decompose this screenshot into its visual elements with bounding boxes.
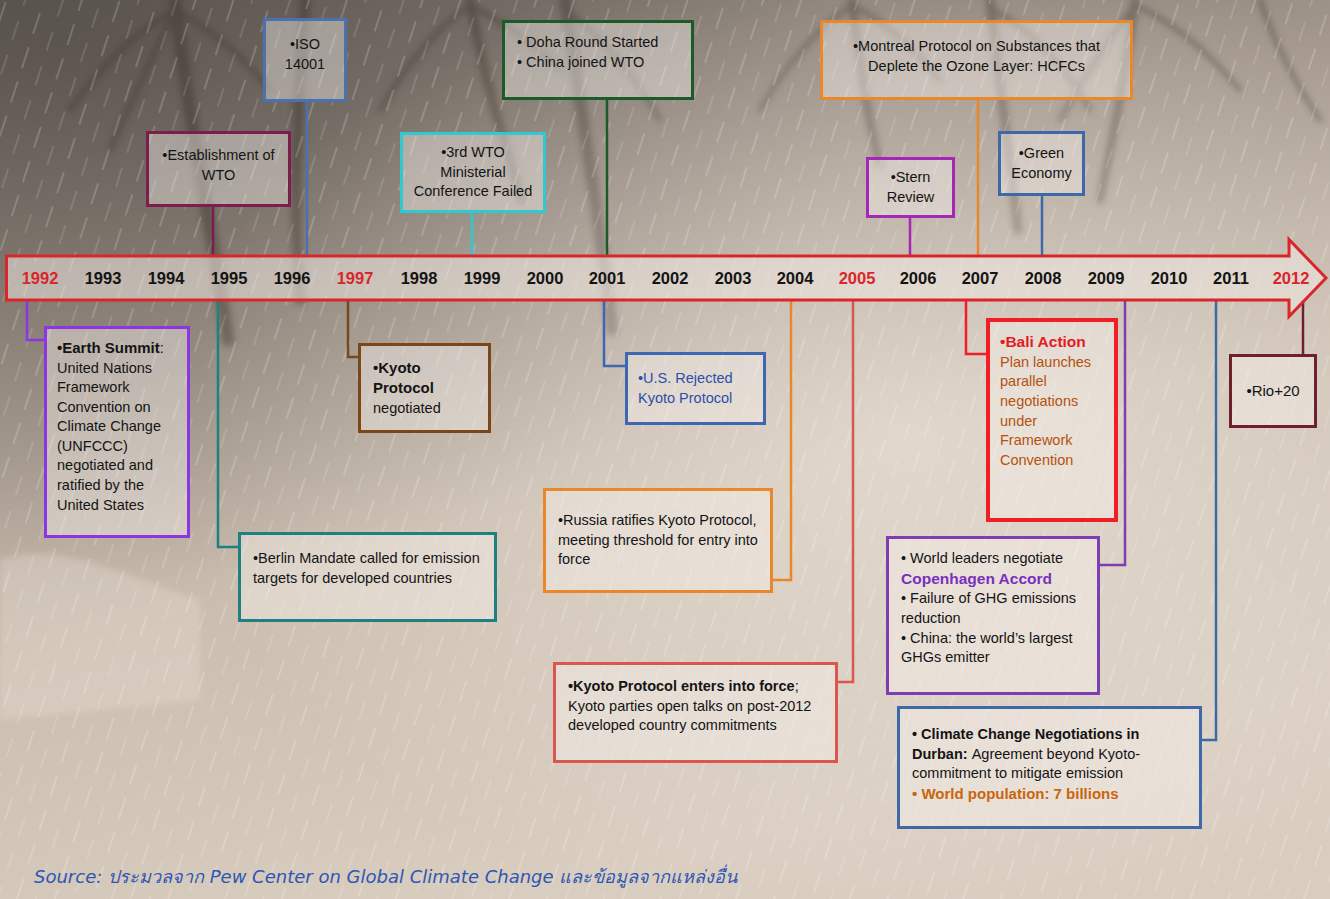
year-label: 2010 — [1151, 267, 1188, 289]
event-text: •Green Economy — [1006, 144, 1077, 183]
event-text: •Rio+20 — [1238, 381, 1308, 401]
year-label: 1998 — [401, 267, 438, 289]
event-text: : United Nations Framework Convention on… — [57, 340, 164, 513]
leader-line — [966, 300, 986, 354]
event-box: •3rd WTO Ministerial Conference Failed — [400, 132, 546, 213]
event-text: •Kyoto Protocol enters into force — [568, 678, 795, 694]
event-text: • World leaders negotiate — [901, 549, 1085, 569]
leader-line — [838, 300, 853, 682]
leader-line — [604, 300, 625, 366]
year-label: 2000 — [527, 267, 564, 289]
event-text: •Russia ratifies Kyoto Protocol, meeting… — [558, 511, 758, 570]
leader-line — [1202, 300, 1216, 740]
year-label: 2012 — [1273, 267, 1310, 289]
year-label: 1997 — [337, 267, 374, 289]
year-label: 1999 — [464, 267, 501, 289]
event-box: •Establishment of WTO — [146, 131, 291, 207]
event-text: •Montreal Protocol on Substances that De… — [833, 37, 1120, 76]
event-text: • World population: 7 billions — [912, 784, 1187, 804]
event-text: •Kyoto Protocol — [373, 358, 476, 399]
year-label: 2011 — [1213, 267, 1249, 289]
event-box: •Kyoto Protocol enters into force; Kyoto… — [553, 662, 838, 763]
timeline-arrow-shape — [7, 240, 1327, 317]
event-box: •Green Economy — [998, 131, 1085, 196]
event-box: •ISO 14001 — [263, 18, 347, 102]
year-label: 2008 — [1025, 267, 1062, 289]
event-text: •Bali Action — [1000, 332, 1104, 353]
year-label: 1994 — [148, 267, 185, 289]
year-label: 2004 — [777, 267, 814, 289]
event-text: • China: the world’s largest GHGs emitte… — [901, 629, 1085, 668]
event-text: •Berlin Mandate called for emission targ… — [253, 549, 482, 588]
event-text: •ISO 14001 — [272, 35, 338, 74]
year-label: 2007 — [962, 267, 999, 289]
leader-line — [1302, 300, 1305, 354]
year-label: 2003 — [715, 267, 752, 289]
year-label: 2001 — [589, 267, 626, 289]
event-box: •Stern Review — [866, 157, 955, 218]
leader-line — [348, 300, 358, 357]
event-text: • Failure of GHG emissions reduction — [901, 589, 1085, 628]
event-box: •Rio+20 — [1229, 354, 1317, 428]
year-label: 1993 — [85, 267, 122, 289]
leader-line — [606, 100, 609, 256]
event-box: •Russia ratifies Kyoto Protocol, meeting… — [543, 488, 773, 593]
leader-line — [218, 300, 238, 547]
event-text: • Doha Round Started — [517, 33, 679, 53]
event-box: •Earth Summit: United Nations Framework … — [44, 326, 190, 538]
event-box: •Bali ActionPlan launches parallel negot… — [986, 318, 1118, 522]
event-box: • World leaders negotiateCopenhagen Acco… — [886, 536, 1100, 695]
year-label: 2009 — [1088, 267, 1125, 289]
event-box: •Kyoto Protocolnegotiated — [358, 343, 491, 433]
event-text: •Stern Review — [874, 168, 947, 207]
event-box: • Climate Change Negotiations in Durban:… — [897, 706, 1202, 829]
event-text: negotiated — [373, 399, 476, 419]
leader-line — [27, 300, 44, 340]
event-text: Copenhagen Accord — [901, 569, 1085, 590]
event-text: Plan launches parallel negotiations unde… — [1000, 353, 1104, 470]
event-box: •Montreal Protocol on Substances that De… — [820, 20, 1133, 100]
event-text: •Earth Summit — [57, 339, 160, 356]
source-caption: Source: ประมวลจาก Pew Center on Global C… — [34, 862, 737, 891]
year-label: 1992 — [22, 267, 59, 289]
event-box: • Doha Round Started• China joined WTO — [502, 20, 694, 100]
year-label: 2005 — [839, 267, 876, 289]
year-label: 2002 — [652, 267, 689, 289]
leader-line — [212, 207, 215, 256]
leader-line — [773, 300, 791, 580]
event-text: •Establishment of WTO — [157, 146, 280, 185]
leader-line — [909, 218, 912, 256]
leader-line — [306, 102, 309, 256]
event-text: • China joined WTO — [517, 53, 679, 73]
leader-line — [1041, 196, 1044, 256]
timeline-arrow: 1992 1993 1994 1995 1996 1997 1998 1999 2000 2001… — [5, 238, 1328, 318]
leader-line — [471, 213, 474, 256]
event-text: •U.S. Rejected Kyoto Protocol — [638, 369, 753, 408]
event-box: •Berlin Mandate called for emission targ… — [238, 532, 497, 622]
year-label: 1995 — [211, 267, 248, 289]
year-label: 1996 — [274, 267, 311, 289]
event-box: •U.S. Rejected Kyoto Protocol — [625, 352, 766, 425]
year-label: 2006 — [900, 267, 937, 289]
leader-line — [977, 100, 980, 256]
event-text: •3rd WTO Ministerial Conference Failed — [411, 143, 535, 202]
